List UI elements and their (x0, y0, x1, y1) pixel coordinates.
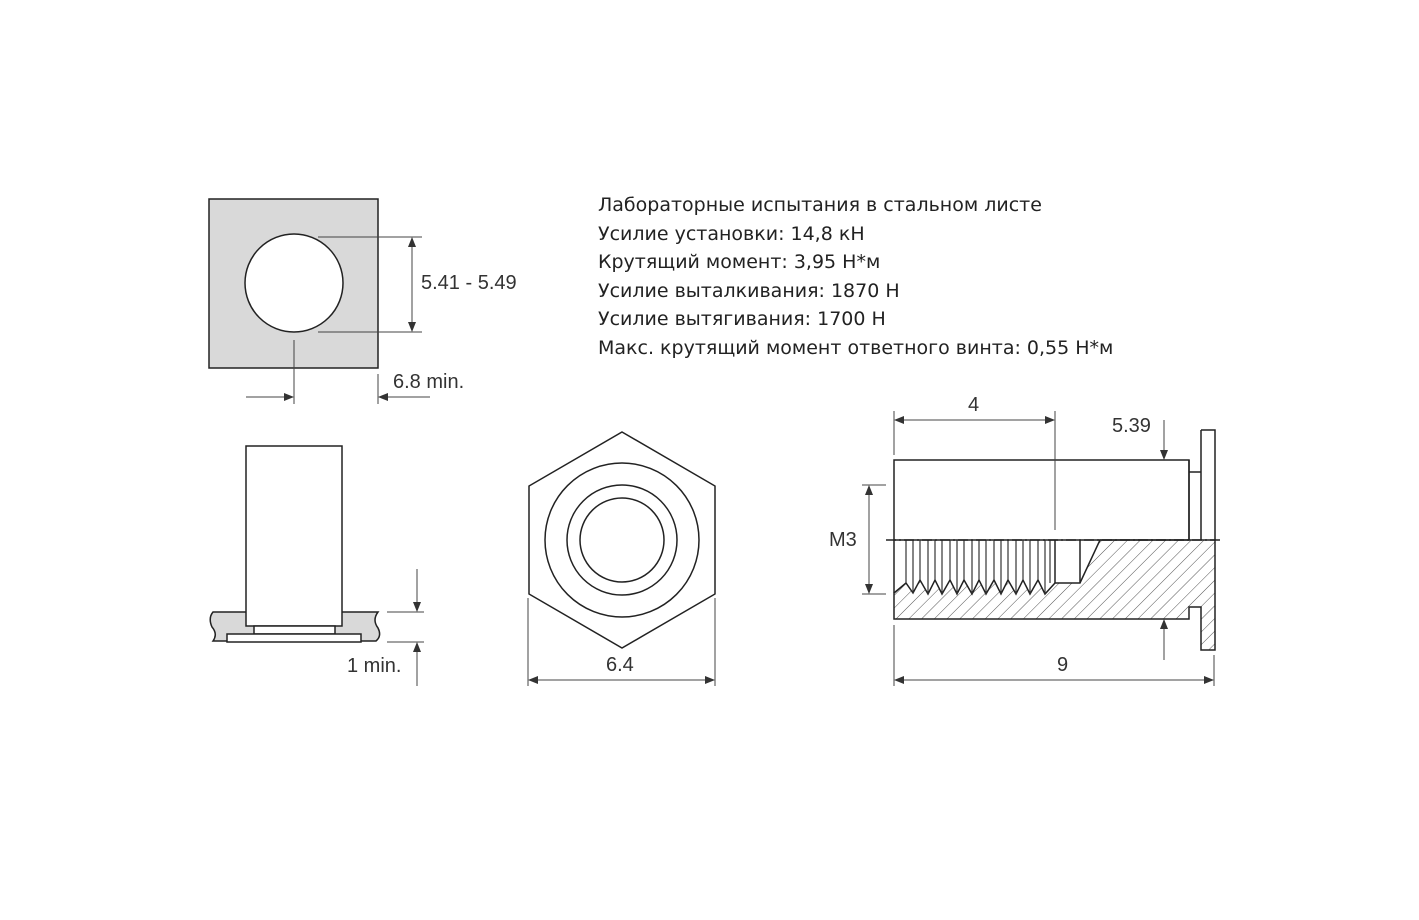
spec-pushout-force: Усилие выталкивания: 1870 Н (598, 279, 900, 302)
total-length-label: 9 (1057, 654, 1068, 676)
installed-side-view (209, 445, 424, 686)
hex-top-view (527, 431, 716, 686)
body-diameter-label: 5.39 (1112, 415, 1151, 437)
thread-length-label: 4 (968, 394, 979, 416)
spec-torque: Крутящий момент: 3,95 Н*м (598, 251, 881, 274)
hole-diameter-label: 5.41 - 5.49 (421, 272, 517, 294)
test-specs: Лабораторные испытания в стальном листе … (598, 191, 1113, 363)
sheet-thickness-label: 1 min. (347, 655, 401, 677)
spec-pullout-force: Усилие вытягивания: 1700 Н (598, 308, 886, 331)
edge-distance-label: 6.8 min. (393, 371, 464, 393)
spec-install-force: Усилие установки: 14,8 кН (598, 222, 865, 245)
hex-width-label: 6.4 (606, 654, 634, 676)
section-view (862, 411, 1222, 686)
specs-title: Лабораторные испытания в стальном листе (598, 194, 1042, 216)
hole-view (208, 198, 430, 404)
thread-size-label: M3 (829, 529, 857, 551)
spec-max-screw-torque: Макс. крутящий момент ответного винта: 0… (598, 336, 1114, 359)
